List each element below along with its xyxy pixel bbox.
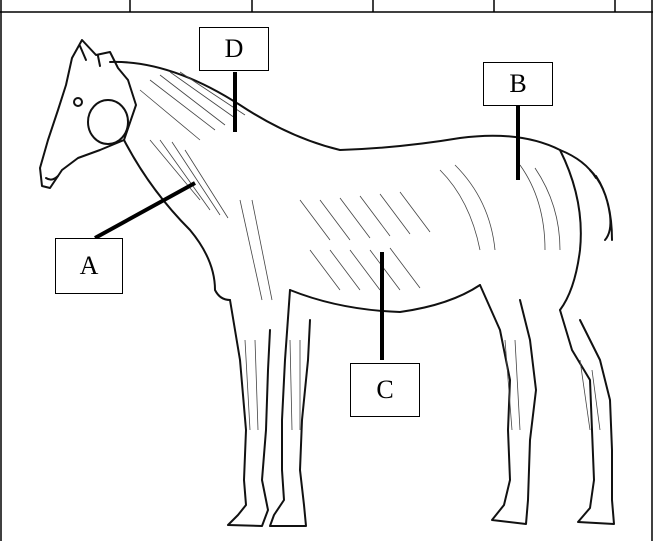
label-d: D — [199, 27, 269, 71]
horse-illustration — [40, 40, 614, 526]
label-a: A — [55, 238, 123, 294]
label-c: C — [350, 363, 420, 417]
leader-lines — [95, 72, 518, 360]
leader-line-a — [95, 183, 195, 238]
label-b: B — [483, 62, 553, 106]
